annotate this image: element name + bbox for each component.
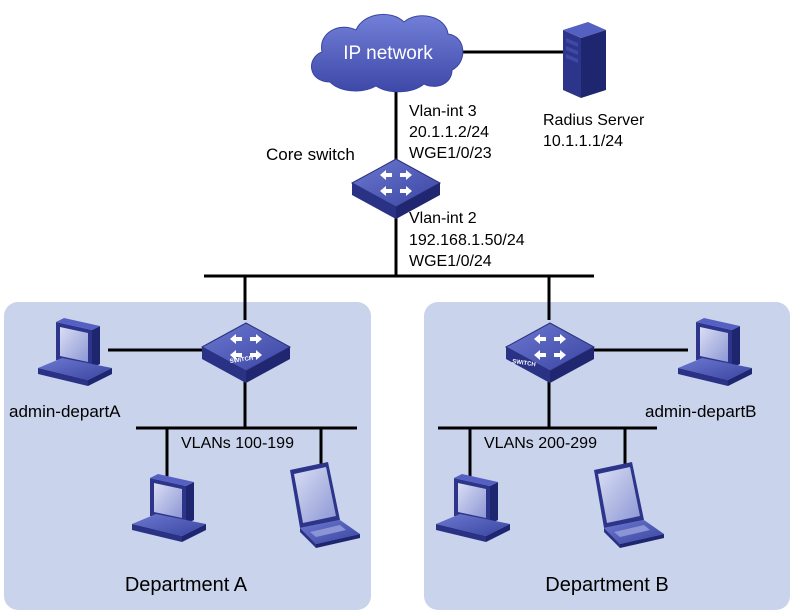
department-b-vlans: VLANs 200-299 xyxy=(484,435,597,452)
core-downlink-ip: 192.168.1.50/24 xyxy=(409,232,525,249)
core-downlink-port: WGE1/0/24 xyxy=(409,253,492,270)
radius-server-icon xyxy=(563,22,606,98)
department-a-vlans: VLANs 100-199 xyxy=(181,435,294,452)
department-a-switch-text: SWITCH xyxy=(229,356,253,365)
radius-server-ip: 10.1.1.1/24 xyxy=(543,133,623,150)
radius-server-name: Radius Server xyxy=(543,112,645,129)
core-uplink-vlan: Vlan-int 3 xyxy=(409,103,477,120)
core-downlink-vlan: Vlan-int 2 xyxy=(409,210,477,227)
department-a-title: Department A xyxy=(125,574,248,596)
cloud-label: IP network xyxy=(343,43,433,64)
admin-departB-label: admin-departB xyxy=(645,402,757,421)
core-switch-label: Core switch xyxy=(266,145,355,164)
core-uplink-ip: 20.1.1.2/24 xyxy=(409,124,489,141)
department-b-switch-text: SWITCH xyxy=(512,359,536,368)
department-b-title: Department B xyxy=(545,574,668,596)
admin-departA-label: admin-departA xyxy=(9,402,121,421)
ip-network-cloud-icon xyxy=(311,13,464,93)
links xyxy=(108,50,688,478)
department-b-zone xyxy=(424,302,790,610)
core-uplink-port: WGE1/0/23 xyxy=(409,145,492,162)
